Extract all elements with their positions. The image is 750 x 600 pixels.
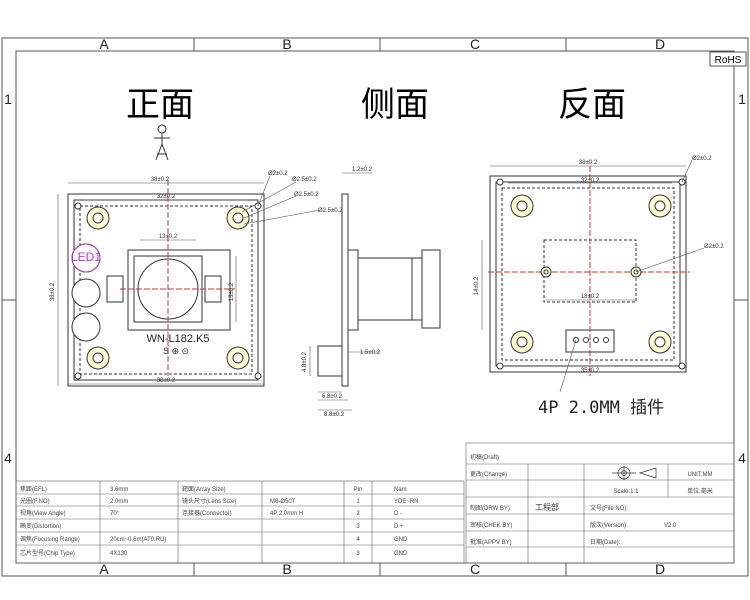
spec-r5-c1: 4X130	[110, 551, 128, 557]
front-bottom-width: 38±0.2	[157, 378, 176, 384]
side-dimension-lines	[309, 172, 380, 411]
unit-cn-label: 单位:毫米	[687, 487, 713, 495]
date-label: 日期(Date):	[590, 538, 621, 546]
back-bottom-dim: 35±0.2	[581, 368, 600, 374]
row-label-1-right: 1	[738, 91, 746, 107]
row-label-4-right: 4	[738, 450, 746, 466]
pin-2-number: 2	[356, 511, 360, 517]
unit-label: UNIT:MM	[688, 472, 713, 478]
rohs-box	[709, 51, 747, 67]
side-view-title: 侧面	[361, 85, 429, 125]
version-value: V2.0	[664, 523, 677, 529]
led-indicator	[71, 243, 101, 273]
side-top-dim: 1.2±0.2	[352, 167, 373, 173]
spec-table-grid	[15, 480, 465, 564]
spec-r1-c0: 光圈(F.NO)	[20, 497, 50, 505]
column-label-c-top: C	[470, 36, 480, 52]
pin-2-name: D -	[394, 511, 402, 517]
title-block-grid	[465, 442, 735, 564]
front-view-title: 正面	[126, 85, 194, 125]
connector-note: 4P 2.0MM 插件	[538, 398, 664, 418]
row-label-1-left: 1	[4, 91, 12, 107]
back-width-outer: 38±0.2	[579, 160, 598, 166]
pin-5-number: 3	[356, 551, 360, 557]
front-dimension-lines	[57, 175, 321, 386]
side-bottom-dim-1: 4.8±0.2	[302, 351, 308, 372]
column-label-b-bottom: B	[282, 561, 291, 577]
side-bottom-dim-3: 8.8±0.2	[324, 412, 345, 418]
front-width-outer: 38±0.2	[151, 177, 170, 183]
scale-label: Scale:1:1	[613, 489, 639, 495]
draft-label: 初稿(Draft)	[470, 453, 499, 461]
column-label-d-top: D	[655, 36, 665, 52]
column-label-d-bottom: D	[655, 561, 665, 577]
pin-1-number: 1	[356, 499, 360, 505]
back-view-title: 反面	[558, 85, 626, 125]
spec-r2-c2: 连接器(Connector)	[182, 509, 232, 517]
pin-4-name: GND	[394, 537, 408, 543]
spec-r5-c0: 芯片型号(Chip Type)	[20, 549, 75, 557]
back-connector-pins	[573, 337, 609, 343]
spec-r2-c3: 4P 2.0mm H	[270, 511, 303, 517]
spec-r4-c1: 20cm~0.6m(AT0.RU)	[110, 537, 166, 543]
front-hole-dim-4: Ø2.5±0.2	[318, 208, 343, 214]
front-mounting-holes	[71, 202, 262, 380]
front-hole-dim-2: Ø2.5±0.2	[292, 177, 317, 183]
column-label-c-bottom: C	[470, 561, 480, 577]
row-label-4-left: 4	[4, 450, 12, 466]
back-dimension-lines	[481, 159, 705, 393]
pin-header-pin: Pin	[354, 487, 363, 493]
front-lens-height: 13±0.2	[229, 282, 235, 301]
change-label: 更改(Change)	[470, 470, 507, 478]
spec-r0-c1: 3.6mm	[110, 487, 128, 493]
front-width-inner: 32±0.2	[157, 194, 176, 200]
department-name: 工程部	[535, 502, 559, 512]
front-pin-marks: S ⊕ ⊝	[163, 346, 189, 356]
sheet-border	[1, 37, 749, 577]
projection-symbol-icon	[612, 466, 657, 480]
back-mounting-holes	[496, 178, 686, 370]
module-model-label: WN-L182.K5	[147, 333, 210, 345]
front-hole-dim-3: Ø2.5±0.2	[294, 192, 319, 198]
pin-header-name: Nam	[394, 487, 407, 493]
spec-r4-c0: 调焦(Focusing Range)	[20, 535, 80, 543]
spec-r1-c3: M8-Ø50T	[270, 499, 296, 505]
version-label: 版次(Version):	[590, 521, 628, 529]
pin-3-number: 3	[356, 524, 360, 530]
back-width-inner: 32±0.2	[581, 178, 600, 184]
column-label-a-top: A	[99, 36, 109, 52]
spec-r1-c2: 镜头尺寸(Lens Size)	[182, 497, 236, 505]
column-label-a-bottom: A	[99, 561, 109, 577]
back-hole-dim-2: Ø2±0.2	[704, 244, 724, 250]
spec-r2-c1: 70°	[110, 511, 120, 517]
back-hole-spacing: 18±0.2	[581, 294, 600, 300]
spec-r0-c2: 靶面(Array Size)	[182, 485, 226, 493]
column-label-b-top: B	[282, 36, 291, 52]
orientation-person-icon	[154, 124, 170, 161]
pin-4-number: 4	[356, 537, 360, 543]
pin-1-name: YDE~RN	[394, 499, 419, 505]
drw-by-label: 制图(DRW BY)	[470, 504, 510, 512]
side-bottom-dim-2: 6.8±0.2	[322, 394, 343, 400]
front-height-outer: 38±0.2	[50, 282, 56, 301]
back-height: 14±0.2	[474, 276, 480, 295]
pin-3-name: D +	[394, 524, 404, 530]
appv-by-label: 批准(APPV BY)	[470, 538, 512, 546]
led-label: LED1	[71, 250, 101, 264]
spec-r0-c0: 焦距(EFL)	[20, 485, 47, 493]
pin-5-name: GND	[394, 551, 408, 557]
rohs-label: RoHS	[715, 55, 742, 66]
spec-r3-c0: 畸变(Distortion)	[20, 522, 61, 530]
side-mid-dim: 1.5±0.2	[360, 350, 381, 356]
spec-r2-c0: 视角(View Angle)	[20, 509, 66, 517]
back-hole-dim-1: Ø2±0.2	[692, 156, 712, 162]
front-lens-width: 13±0.2	[159, 234, 178, 240]
side-view-body	[317, 193, 441, 387]
file-no-label: 文号(File NO):	[590, 504, 628, 512]
spec-r1-c1: 2.0mm	[110, 499, 128, 505]
chek-by-label: 审核(CHEK BY)	[470, 521, 512, 529]
front-hole-dim-1: Ø2±0.2	[268, 171, 288, 177]
